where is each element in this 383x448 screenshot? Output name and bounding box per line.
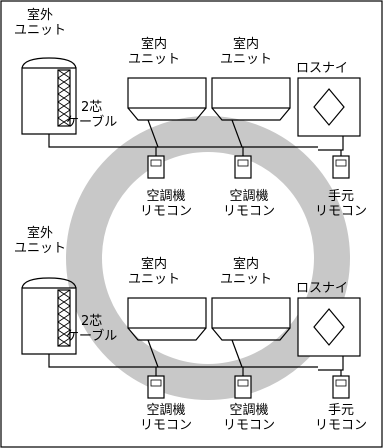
watermark-ring (66, 116, 350, 400)
ac-remote-label-1a: 空調機 リモコン (140, 189, 193, 219)
indoor-unit-label-2a: 室内 ユニット (128, 257, 181, 287)
ventilator-label-1: ロスナイ (296, 61, 349, 76)
indoor-unit-body-2-0 (127, 297, 207, 329)
cable-label-2: 2芯 ケーブル (66, 314, 118, 344)
indoor-unit-label-1a: 室内 ユニット (128, 37, 181, 67)
system-1 (21, 57, 361, 179)
ac-remote-label-2b: 空調機 リモコン (223, 403, 276, 433)
cable-line-2 (48, 354, 136, 368)
ventilator-box-2 (297, 297, 361, 357)
ventilator-box-1 (297, 77, 361, 137)
grille-hatch (57, 93, 71, 103)
grille-hatch (57, 109, 71, 119)
remote-screen-2-ac-b (237, 379, 249, 387)
remote-screen-1-ac-b (237, 159, 249, 167)
outdoor-unit-label-2: 室外 ユニット (14, 226, 67, 256)
remote-2-hand (332, 375, 350, 399)
ac-remote-label-2a: 空調機 リモコン (140, 403, 193, 433)
indoor-unit-body-2-1 (211, 297, 291, 329)
grille-hatch (57, 313, 71, 323)
indoor-unit-body-1-1 (211, 77, 291, 109)
grille-hatch (57, 329, 71, 339)
indoor-unit-panel-2-0 (127, 327, 207, 341)
grille-hatch (57, 101, 71, 111)
indoor-unit-panel-2-1 (211, 327, 291, 341)
indoor-wire-1-0 (147, 119, 159, 148)
indoor-wire-2-1 (231, 339, 243, 368)
ventilator-diamond-1 (313, 88, 345, 126)
grille-hatch (57, 77, 71, 87)
ventilator-wire-2 (318, 356, 344, 371)
indoor-unit-panel-1-1 (211, 107, 291, 121)
grille-hatch (57, 337, 71, 347)
grille-hatch (57, 305, 71, 315)
cable-label-1: 2芯 ケーブル (66, 100, 118, 130)
ventilator-diamond-2 (313, 308, 345, 346)
remote-screen-1-hand (335, 159, 347, 167)
indoor-unit-label-2b: 室内 ユニット (220, 257, 273, 287)
grille-hatch (57, 69, 71, 79)
outdoor-unit-fan-top-2 (21, 277, 77, 289)
remote-2-ac-a (147, 375, 165, 399)
grille-hatch (57, 289, 71, 299)
remote-screen-2-hand (335, 379, 347, 387)
grille-hatch (57, 117, 71, 127)
indoor-unit-label-1b: 室内 ユニット (220, 37, 273, 67)
hand-remote-label-2: 手元 リモコン (315, 403, 368, 433)
outdoor-unit-label-1: 室外 ユニット (14, 8, 67, 38)
ventilator-label-2: ロスナイ (296, 281, 349, 296)
remote-screen-1-ac-a (150, 159, 162, 167)
ventilator-wire-1 (318, 136, 344, 151)
cable-line-1 (48, 134, 136, 148)
remote-screen-2-ac-a (150, 379, 162, 387)
grille-hatch (57, 297, 71, 307)
indoor-wire-2-0 (147, 339, 159, 368)
hand-remote-label-1: 手元 リモコン (315, 189, 368, 219)
outdoor-unit-fan-top-1 (21, 57, 77, 69)
remote-2-ac-b (234, 375, 252, 399)
indoor-wire-1-1 (231, 119, 243, 148)
system-2 (21, 277, 361, 399)
indoor-unit-body-1-0 (127, 77, 207, 109)
remote-1-ac-a (147, 155, 165, 179)
grille-hatch (57, 321, 71, 331)
remote-1-ac-b (234, 155, 252, 179)
grille-hatch (57, 85, 71, 95)
ac-remote-label-1b: 空調機 リモコン (223, 189, 276, 219)
indoor-unit-panel-1-0 (127, 107, 207, 121)
remote-1-hand (332, 155, 350, 179)
